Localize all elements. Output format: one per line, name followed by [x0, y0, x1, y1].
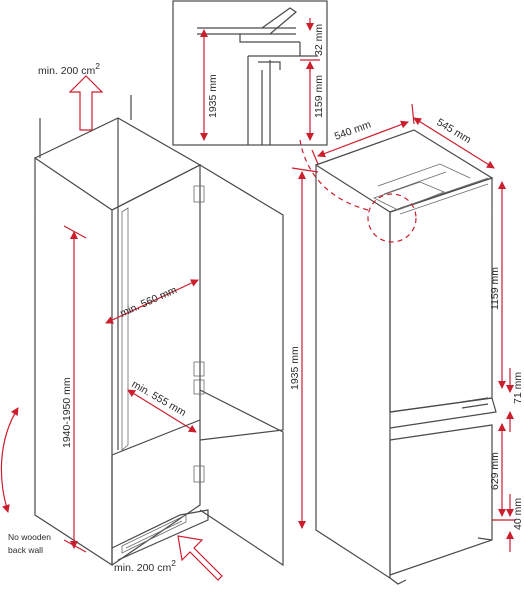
plinth-grille	[121, 514, 187, 554]
detail-height-label: 1935 mm	[207, 74, 219, 118]
niche-height-ref-top	[63, 225, 87, 239]
appliance-divider	[389, 397, 497, 429]
lower-door-label: 629 mm	[489, 452, 501, 490]
appliance-feet	[389, 537, 493, 585]
bottom-gap-label: 40 mm	[512, 498, 524, 530]
plinth-top	[111, 509, 209, 561]
depth-dim	[413, 117, 495, 169]
appliance-handle-mid	[461, 397, 489, 409]
detail-callout-circle	[367, 193, 417, 243]
hinge-upper	[193, 185, 205, 203]
niche-depth-dim	[127, 389, 197, 433]
back-wall-label-2: back wall	[8, 545, 43, 555]
appliance-lower-door	[389, 424, 493, 576]
detail-hinge-profile	[197, 27, 318, 145]
upper-door-label: 1159 mm	[489, 267, 501, 310]
detail-inset: 1935 mm 1159 mm 32 mm	[172, 0, 328, 146]
detail-gap-label: 32 mm	[313, 24, 325, 56]
vent-bottom-label: min. 200 cm2	[114, 558, 176, 574]
niche-depth-label: min. 555 mm	[130, 378, 189, 419]
appliance-upper-door	[389, 177, 493, 413]
cabinet-opening	[111, 164, 201, 566]
detail-callout-leader	[299, 139, 369, 211]
width-label: 540 mm	[333, 118, 373, 142]
detail-upper-label: 1159 mm	[313, 75, 325, 118]
hinge-middle-2	[193, 379, 205, 395]
hinge-middle-1	[193, 361, 205, 377]
width-dim	[317, 120, 409, 158]
width-ref-right	[411, 103, 415, 125]
detail-hinge-arm	[261, 7, 297, 35]
vent-bottom-arrow	[177, 535, 223, 581]
niche-height-label: 1940-1950 mm	[61, 377, 73, 448]
vent-top-arrow	[68, 75, 104, 131]
depth-label: 545 mm	[434, 116, 473, 146]
total-height-ref-top	[291, 167, 319, 173]
appliance-top-vents	[372, 163, 471, 211]
niche-cabinet	[34, 95, 284, 567]
back-wall-label-1: No wooden	[8, 532, 51, 542]
appliance-side	[315, 163, 391, 580]
cabinet-door-lower	[199, 389, 284, 567]
niche-height-ref-bottom	[63, 539, 87, 553]
total-height-label: 1935 mm	[289, 346, 301, 390]
gap-label: 71 mm	[512, 372, 524, 404]
detail-frame	[172, 0, 328, 146]
appliance-top-hinge	[399, 177, 489, 215]
width-ref-left	[311, 149, 319, 165]
hinge-lower	[193, 465, 205, 483]
vent-top-label: min. 200 cm2	[38, 61, 100, 77]
back-wall-arrow	[0, 407, 19, 513]
niche-width-label: min. 560 mm	[118, 284, 179, 320]
cabinet-inner-left	[121, 207, 129, 451]
niche-width-dim	[105, 279, 199, 324]
cabinet-door-upper	[199, 164, 284, 441]
appliance	[315, 129, 497, 585]
